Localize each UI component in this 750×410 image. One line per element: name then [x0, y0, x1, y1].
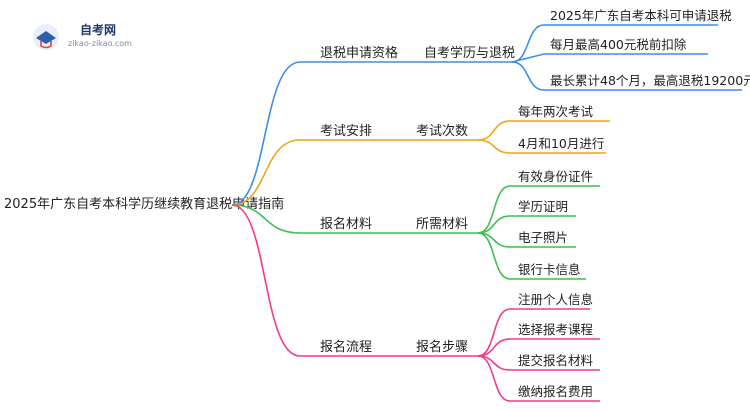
connectors [231, 24, 742, 402]
connector-b3-leaf1 [477, 338, 600, 357]
site-logo: 自考网 zikao-zikao.com [33, 22, 132, 50]
leaf-text: 缴纳报名费用 [518, 384, 593, 399]
connector-b0-leaf2 [511, 61, 742, 91]
logo-url: zikao-zikao.com [68, 39, 132, 48]
leaf-text: 有效身份证件 [518, 169, 593, 184]
connector-b2-leaf3 [477, 232, 586, 280]
sub-label-required-materials: 所需材料 [416, 217, 468, 232]
leaf-text: 电子照片 [518, 230, 568, 245]
sub-label-degree-tax: 自考学历与退税 [424, 45, 515, 61]
cap-band-icon [40, 41, 52, 49]
branch-label-eligibility: 退税申请资格 [320, 45, 398, 61]
branch-label-exam-schedule: 考试安排 [320, 124, 372, 139]
leaf-text: 每月最高400元税前扣除 [550, 37, 687, 52]
connector-root-b3 [231, 204, 370, 357]
connector-root-b1 [231, 139, 370, 206]
sub-label-steps: 报名步骤 [416, 339, 468, 355]
connector-root-b0 [231, 61, 384, 206]
connector-b1-leaf0 [477, 120, 610, 141]
leaf-text: 注册个人信息 [518, 292, 593, 307]
leaf-text: 最长累计48个月，最高退税19200元 [550, 73, 750, 88]
connector-b1-leaf1 [477, 139, 606, 154]
leaf-text: 提交报名材料 [518, 353, 594, 368]
leaf-text: 每年两次考试 [518, 104, 594, 119]
sub-label-exam-count: 考试次数 [416, 123, 468, 139]
leaf-text: 银行卡信息 [518, 262, 581, 277]
root-topic: 2025年广东自考本科学历继续教育退税申请指南 [4, 196, 284, 212]
connector-b2-leaf1 [477, 215, 576, 234]
leaf-text: 选择报考课程 [518, 322, 594, 337]
connector-b2-leaf0 [477, 185, 600, 234]
connector-b0-leaf1 [511, 53, 708, 63]
branch-label-process: 报名流程 [320, 339, 372, 355]
connector-b3-leaf0 [477, 308, 590, 357]
branch-label-materials: 报名材料 [320, 216, 372, 232]
leaf-text: 2025年广东自考本科可申请退税 [550, 8, 732, 23]
graduation-cap-icon [36, 31, 56, 44]
leaf-text: 4月和10月进行 [518, 136, 604, 151]
connector-b3-leaf3 [477, 355, 600, 402]
logo-title: 自考网 [80, 22, 116, 37]
leaf-text: 学历证明 [518, 199, 568, 214]
connector-root-b2 [231, 204, 370, 234]
